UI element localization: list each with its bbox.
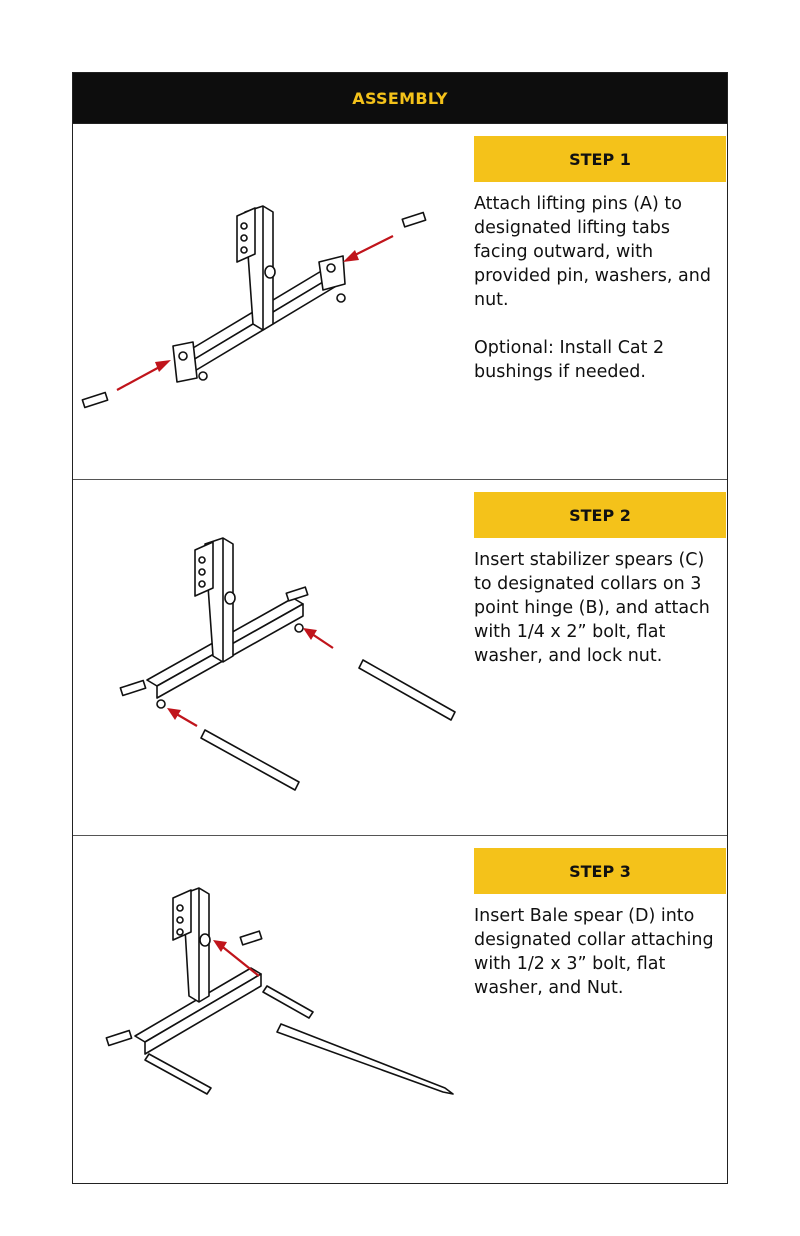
step-2-title: STEP 2	[569, 505, 631, 525]
step-1-section: STEP 1 Attach lifting pins (A) to design…	[73, 124, 727, 480]
assembly-sheet: ASSEMBLY	[72, 72, 728, 1184]
step-1-heading: STEP 1	[474, 136, 726, 182]
step-2-instructions: Insert stabilizer spears (C) to designat…	[474, 548, 726, 692]
step-3-section: STEP 3 Insert Bale spear (D) into design…	[73, 836, 727, 1172]
step-3-heading: STEP 3	[474, 848, 726, 894]
step-1-paragraph-2: Optional: Install Cat 2 bushings if need…	[474, 338, 665, 382]
step-1-title: STEP 1	[569, 149, 631, 169]
step-2-arrows	[167, 628, 334, 727]
step-3-title: STEP 3	[569, 861, 631, 881]
hitch-spears-drawing	[119, 537, 456, 791]
hitch-frame-drawing	[81, 205, 427, 409]
hitch-bale-spear-drawing	[105, 887, 454, 1095]
step-1-instructions: Attach lifting pins (A) to designated li…	[474, 192, 726, 408]
step-2-illustration	[73, 480, 473, 836]
step-2-heading: STEP 2	[474, 492, 726, 538]
step-1-arrows	[116, 235, 394, 391]
step-1-paragraph-1: Attach lifting pins (A) to designated li…	[474, 194, 711, 310]
step-1-illustration	[73, 124, 473, 480]
step-3-paragraph-1: Insert Bale spear (D) into designated co…	[474, 906, 714, 998]
step-3-illustration	[73, 836, 473, 1192]
step-2-paragraph-1: Insert stabilizer spears (C) to designat…	[474, 550, 710, 666]
step-2-section: STEP 2 Insert stabilizer spears (C) to d…	[73, 480, 727, 836]
assembly-header: ASSEMBLY	[73, 73, 727, 124]
step-3-instructions: Insert Bale spear (D) into designated co…	[474, 904, 726, 1024]
step-3-arrows	[213, 940, 260, 977]
assembly-title: ASSEMBLY	[352, 88, 448, 108]
